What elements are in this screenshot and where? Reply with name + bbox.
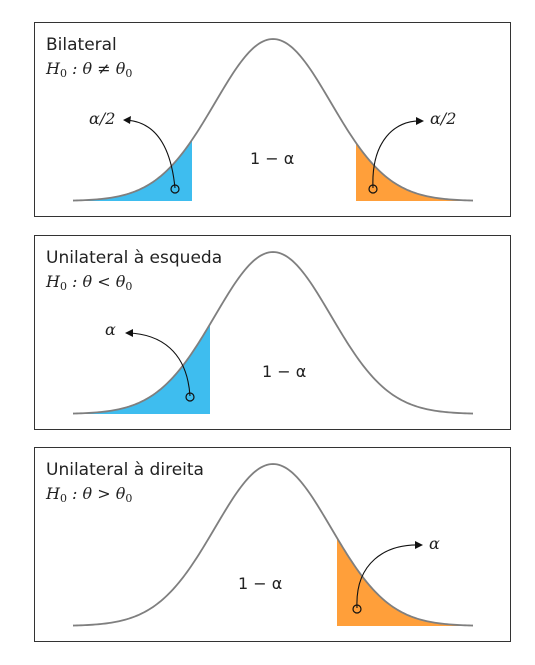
density-curve [72, 38, 474, 202]
left-marker [170, 184, 180, 194]
panel-bilateral: Bilateral H0 : θ ≠ θ0 α/2 α/2 1 − α [34, 22, 511, 217]
right-tail-label: α [429, 534, 440, 553]
hypothesis-relation: : θ ≠ θ [66, 59, 126, 78]
left-arrowhead [125, 329, 133, 337]
right-arrow [356, 544, 421, 609]
center-label: 1 − α [238, 574, 283, 593]
null-hypothesis: H0 : θ ≠ θ0 [46, 59, 132, 80]
hypothesis-rhs-sub: 0 [125, 67, 133, 80]
left-arrow [127, 332, 191, 397]
right-tail-area [337, 537, 473, 626]
panel-title: Unilateral à esqueda [46, 248, 223, 268]
center-label: 1 − α [262, 362, 307, 381]
normal-curve-diagram [72, 463, 474, 627]
hypothesis-lhs: H [46, 272, 60, 291]
density-curve [72, 463, 474, 627]
left-tail-area [73, 324, 210, 414]
hypothesis-relation: : θ < θ [66, 272, 126, 291]
hypothesis-lhs: H [46, 484, 60, 503]
right-tail-label: α/2 [430, 109, 457, 128]
left-arrowhead [123, 116, 131, 124]
right-marker [368, 184, 378, 194]
null-hypothesis: H0 : θ < θ0 [46, 272, 132, 293]
null-hypothesis: H0 : θ > θ0 [46, 484, 132, 505]
panel-title: Unilateral à direita [46, 460, 204, 480]
left-marker [185, 392, 195, 402]
left-tail-area [73, 139, 192, 201]
normal-curve-diagram [72, 251, 474, 415]
hypothesis-rhs-sub: 0 [125, 280, 133, 293]
panel-right-tailed: Unilateral à direita H0 : θ > θ0 α 1 − α [34, 447, 511, 642]
left-tail-label: α [105, 320, 116, 339]
right-marker [352, 604, 362, 614]
hypothesis-lhs-sub: 0 [59, 67, 67, 80]
center-label: 1 − α [250, 149, 295, 168]
right-arrowhead [415, 541, 423, 549]
left-arrow [124, 119, 176, 189]
right-arrow [372, 120, 422, 189]
density-curve [72, 251, 474, 415]
hypothesis-relation: : θ > θ [66, 484, 126, 503]
hypothesis-lhs: H [46, 59, 60, 78]
right-arrowhead [416, 117, 424, 125]
hypothesis-lhs-sub: 0 [59, 280, 67, 293]
normal-curve-diagram [72, 38, 474, 202]
panel-left-tailed: Unilateral à esqueda H0 : θ < θ0 α 1 − α [34, 235, 511, 430]
hypothesis-rhs-sub: 0 [125, 492, 133, 505]
right-tail-area [356, 142, 473, 201]
hypothesis-lhs-sub: 0 [59, 492, 67, 505]
panel-title: Bilateral [46, 35, 117, 55]
left-tail-label: α/2 [89, 109, 116, 128]
